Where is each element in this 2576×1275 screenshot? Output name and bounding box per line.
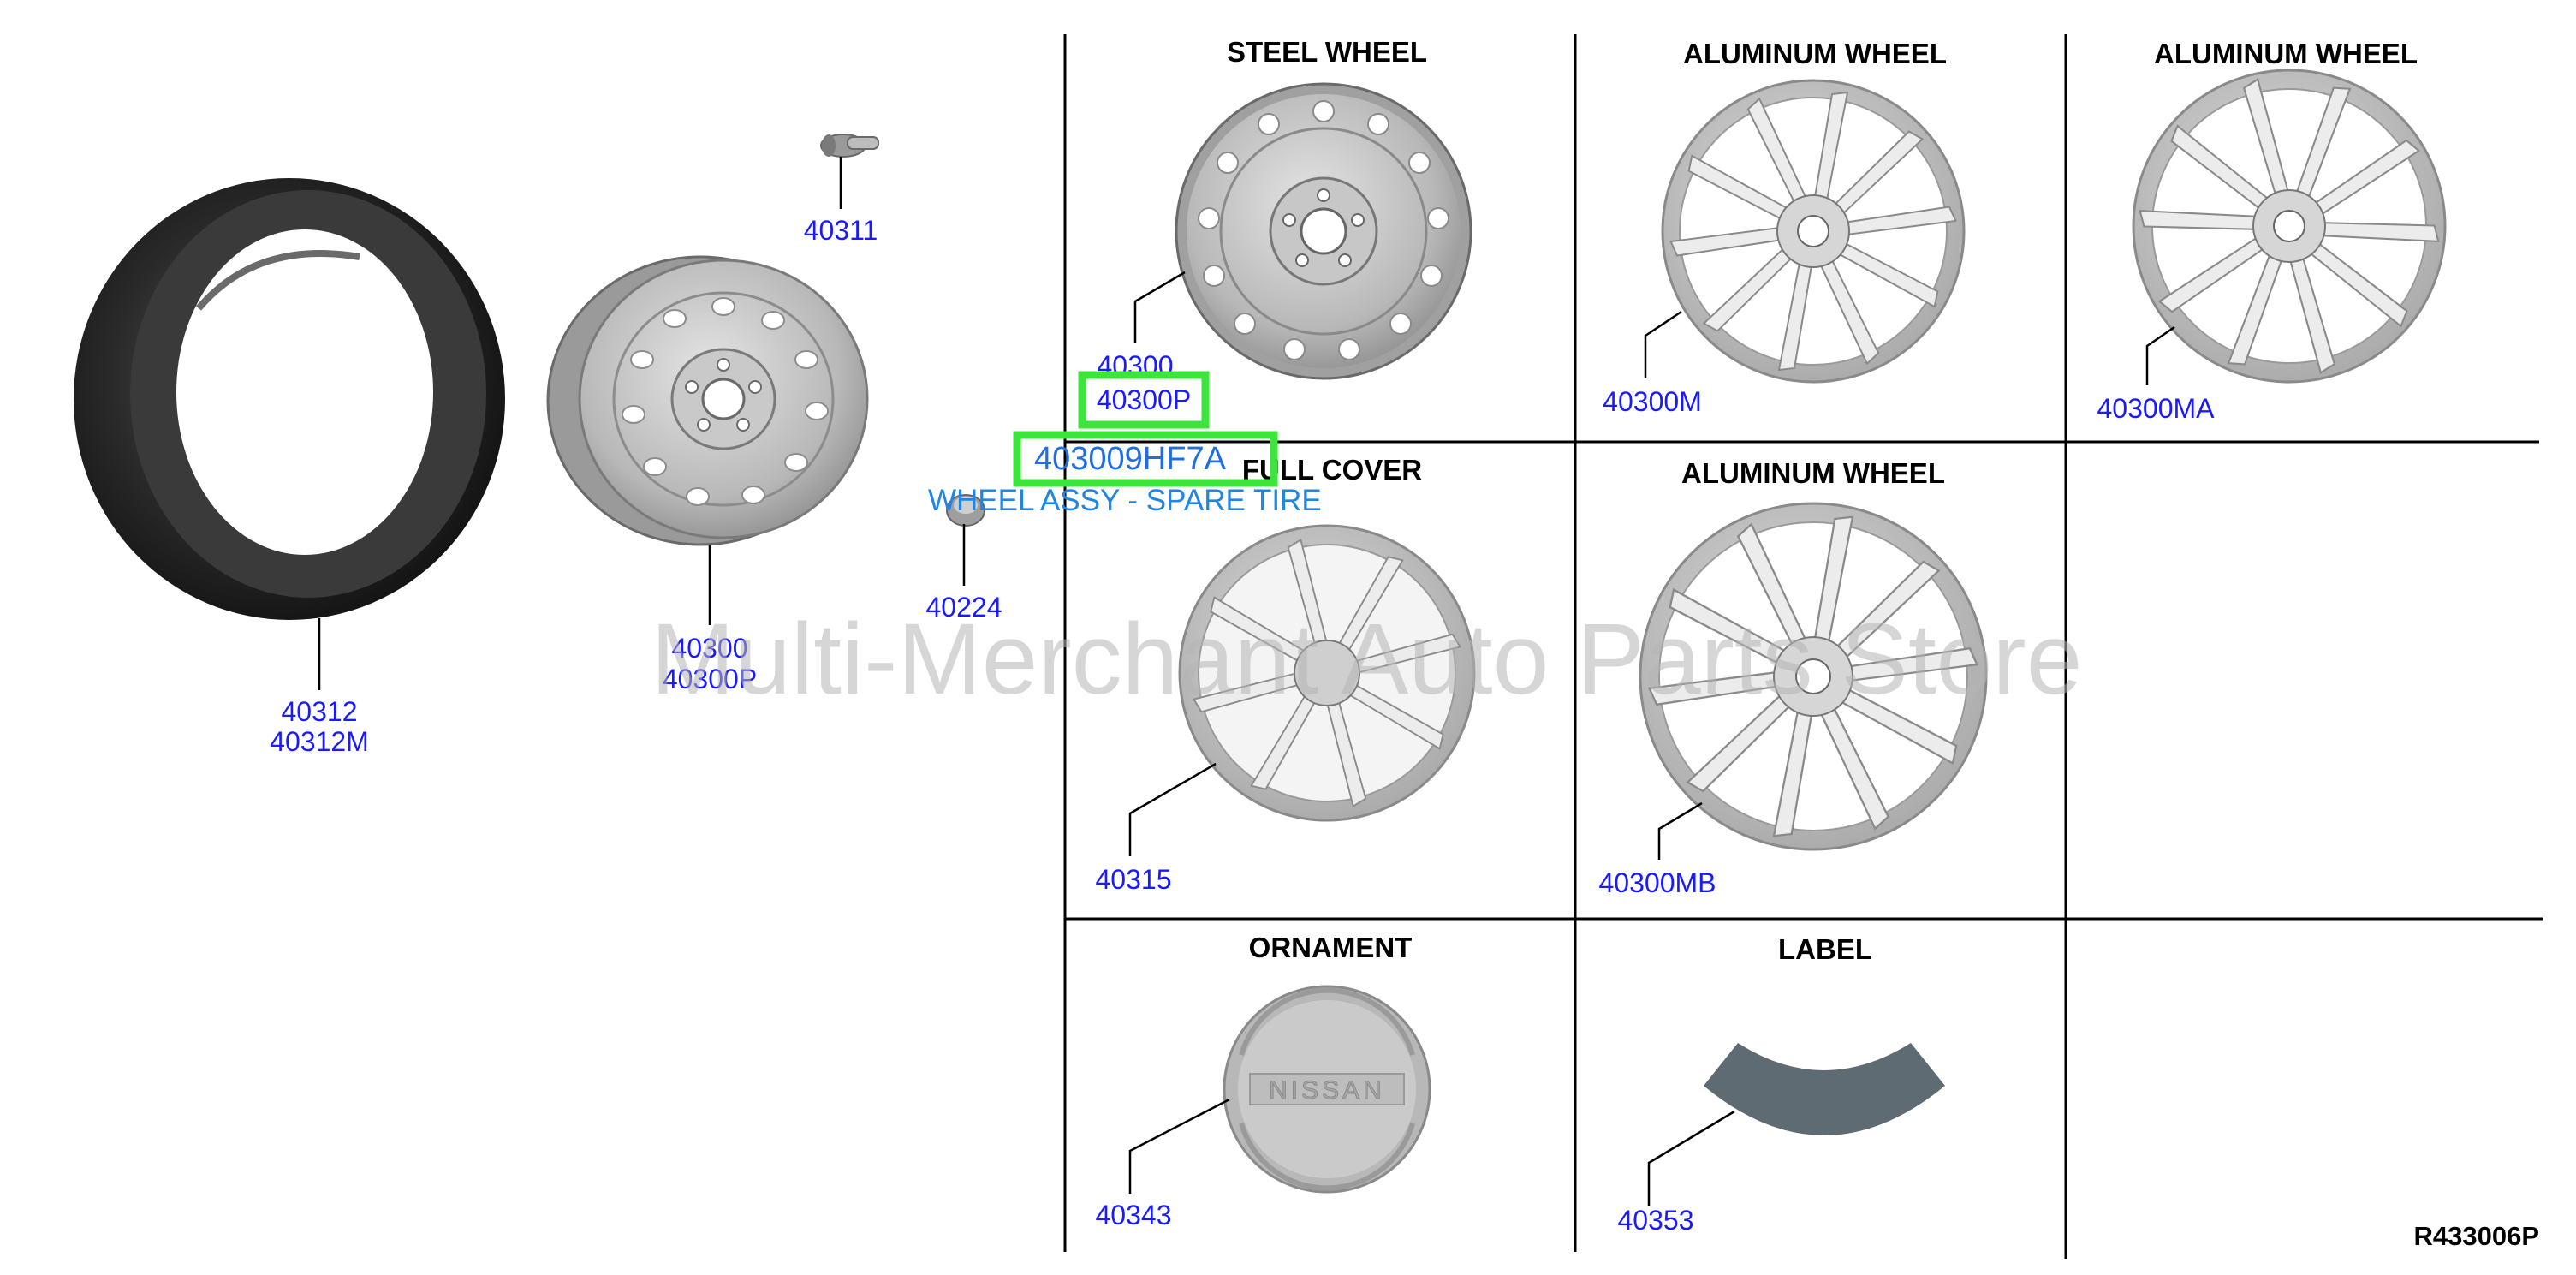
part-number-40300mb[interactable]: 40300MB — [1599, 867, 1716, 898]
popup-part-description: WHEEL ASSY - SPARE TIRE — [928, 484, 1322, 517]
spare-wheel-illustration[interactable] — [546, 255, 869, 546]
full-cover-illustration[interactable] — [1178, 524, 1476, 822]
header-steel-wheel: STEEL WHEEL — [1227, 36, 1427, 68]
tire-illustration[interactable] — [74, 178, 505, 620]
ornament-illustration[interactable]: NISSAN — [1223, 985, 1431, 1194]
header-aluminum-wheel-3: ALUMINUM WHEEL — [1681, 457, 1945, 489]
highlight-40300p — [1078, 371, 1210, 429]
header-aluminum-wheel-1: ALUMINUM WHEEL — [1683, 38, 1947, 69]
popup-part-code[interactable]: 403009HF7A — [1034, 441, 1227, 477]
part-number-40343[interactable]: 40343 — [1096, 1200, 1172, 1230]
part-number-40353[interactable]: 40353 — [1618, 1205, 1694, 1236]
part-number-40311[interactable]: 40311 — [804, 215, 878, 246]
aluminum-wheel-40300ma-illustration[interactable] — [2132, 69, 2447, 384]
part-number-40315[interactable]: 40315 — [1096, 864, 1172, 895]
part-number-40300p-steel[interactable]: 40300P — [1097, 384, 1191, 415]
diagram-code: R433006P — [2413, 1221, 2539, 1251]
part-number-40224[interactable]: 40224 — [926, 592, 1002, 623]
aluminum-wheel-40300m-illustration[interactable] — [1661, 79, 1966, 384]
header-ornament: ORNAMENT — [1249, 932, 1413, 963]
steel-wheel-illustration[interactable] — [1175, 82, 1472, 380]
header-aluminum-wheel-2: ALUMINUM WHEEL — [2154, 38, 2418, 69]
wheel-nut-illustration[interactable] — [946, 494, 985, 527]
valve-stem-illustration[interactable] — [820, 134, 879, 158]
watermark-text: Multi-Merchant Auto Parts Store — [651, 603, 2082, 716]
header-label: LABEL — [1778, 933, 1872, 965]
ornament-brand-text: NISSAN — [1269, 1076, 1385, 1105]
popup-highlight — [1013, 431, 1278, 487]
part-popup[interactable]: 403009HF7A WHEEL ASSY - SPARE TIRE — [928, 431, 1322, 517]
part-number-40312[interactable]: 40312 — [282, 696, 358, 727]
part-number-40300ma[interactable]: 40300MA — [2097, 393, 2216, 424]
parts-grid — [1063, 34, 2543, 1259]
aluminum-wheel-40300mb-illustration[interactable] — [1639, 502, 1988, 851]
part-number-40300m[interactable]: 40300M — [1603, 386, 1702, 417]
part-number-40300p-spare[interactable]: 40300P — [663, 664, 757, 694]
part-number-40312m[interactable]: 40312M — [270, 726, 369, 757]
part-number-40300-spare[interactable]: 40300 — [672, 633, 748, 664]
label-illustration[interactable] — [1704, 1043, 1945, 1135]
